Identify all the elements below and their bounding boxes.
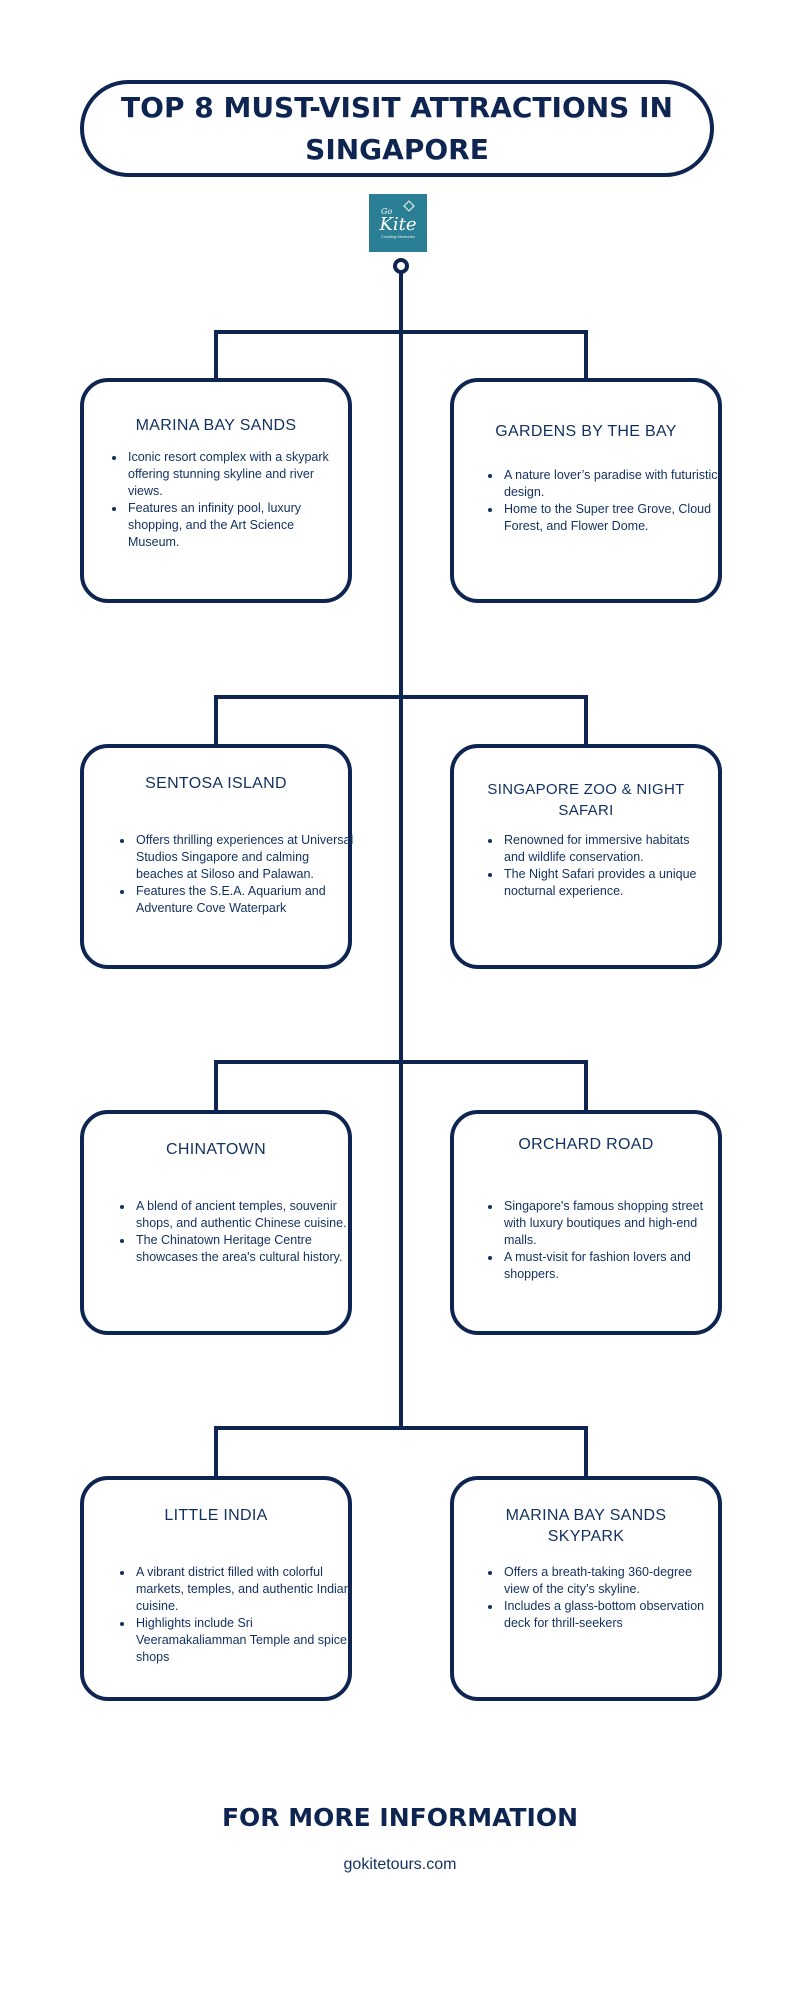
attraction-points: Offers thrilling experiences at Universa…	[114, 832, 356, 917]
attraction-card-orchard-road: ORCHARD ROAD Singapore's famous shopping…	[450, 1110, 722, 1335]
attraction-point: Renowned for immersive habitats and wild…	[502, 832, 712, 866]
attraction-point: Iconic resort complex with a skypark off…	[126, 449, 348, 500]
attraction-card-gardens-by-the-bay: GARDENS BY THE BAY A nature lover’s para…	[450, 378, 722, 603]
branch-row-3	[214, 1060, 588, 1112]
attraction-point: A blend of ancient temples, souvenir sho…	[134, 1198, 356, 1232]
attraction-points: A blend of ancient temples, souvenir sho…	[114, 1198, 356, 1266]
attraction-title: CHINATOWN	[166, 1141, 266, 1158]
attraction-point: Features the S.E.A. Aquarium and Adventu…	[134, 883, 356, 917]
website-link[interactable]: gokitetours.com	[343, 1856, 457, 1873]
attraction-title: LITTLE INDIA	[164, 1507, 268, 1524]
logo-tagline: Creating Memories	[381, 233, 415, 239]
attraction-title: ORCHARD ROAD	[518, 1136, 654, 1153]
attraction-title: SINGAPORE ZOO & NIGHT SAFARI	[487, 781, 685, 819]
attraction-title: MARINA BAY SANDS	[135, 417, 297, 434]
attraction-card-little-india: LITTLE INDIA A vibrant district filled w…	[80, 1476, 352, 1701]
attraction-title: GARDENS BY THE BAY	[495, 423, 677, 440]
attraction-point: A vibrant district filled with colorful …	[134, 1564, 356, 1615]
branch-row-4	[214, 1426, 588, 1478]
branch-row-1	[214, 330, 588, 380]
attraction-points: A vibrant district filled with colorful …	[114, 1564, 356, 1666]
attraction-card-chinatown: CHINATOWN A blend of ancient temples, so…	[80, 1110, 352, 1335]
attraction-card-skypark: MARINA BAY SANDS SKYPARK Offers a breath…	[450, 1476, 722, 1701]
attraction-point: The Night Safari provides a unique noctu…	[502, 866, 712, 900]
more-info-heading: FOR MORE INFORMATION	[221, 1803, 579, 1832]
attraction-card-marina-bay-sands: MARINA BAY SANDS Iconic resort complex w…	[80, 378, 352, 603]
attraction-point: Features an infinity pool, luxury shoppi…	[126, 500, 348, 551]
attraction-title: MARINA BAY SANDS SKYPARK	[505, 1507, 667, 1545]
attraction-point: Home to the Super tree Grove, Cloud Fore…	[502, 501, 722, 535]
attraction-point: Highlights include Sri Veeramakaliamman …	[134, 1615, 356, 1666]
attraction-points: Iconic resort complex with a skypark off…	[106, 449, 348, 551]
page-title: TOP 8 MUST-VISIT ATTRACTIONS IN SINGAPOR…	[121, 90, 673, 166]
gokite-logo: Go Kite Creating Memories	[369, 194, 427, 252]
logo-line-2: Kite	[379, 213, 417, 235]
title-banner: TOP 8 MUST-VISIT ATTRACTIONS IN SINGAPOR…	[80, 80, 714, 177]
attraction-point: A nature lover’s paradise with futuristi…	[502, 467, 722, 501]
attraction-card-singapore-zoo: SINGAPORE ZOO & NIGHT SAFARI Renowned fo…	[450, 744, 722, 969]
attraction-points: Singapore's famous shopping street with …	[482, 1198, 716, 1283]
attraction-point: Singapore's famous shopping street with …	[502, 1198, 716, 1249]
attraction-point: Offers thrilling experiences at Universa…	[134, 832, 356, 883]
trunk-node	[393, 258, 409, 274]
attraction-points: Renowned for immersive habitats and wild…	[482, 832, 712, 900]
branch-row-2	[214, 695, 588, 746]
attraction-point: Includes a glass-bottom observation deck…	[502, 1598, 718, 1632]
logo-line-1: Go	[381, 206, 393, 216]
attraction-card-sentosa-island: SENTOSA ISLAND Offers thrilling experien…	[80, 744, 353, 969]
attraction-title: SENTOSA ISLAND	[145, 775, 287, 792]
attraction-point: A must-visit for fashion lovers and shop…	[502, 1249, 716, 1283]
attraction-points: A nature lover’s paradise with futuristi…	[482, 467, 722, 535]
attraction-point: The Chinatown Heritage Centre showcases …	[134, 1232, 356, 1266]
attraction-points: Offers a breath-taking 360-degree view o…	[482, 1564, 718, 1632]
attraction-point: Offers a breath-taking 360-degree view o…	[502, 1564, 718, 1598]
